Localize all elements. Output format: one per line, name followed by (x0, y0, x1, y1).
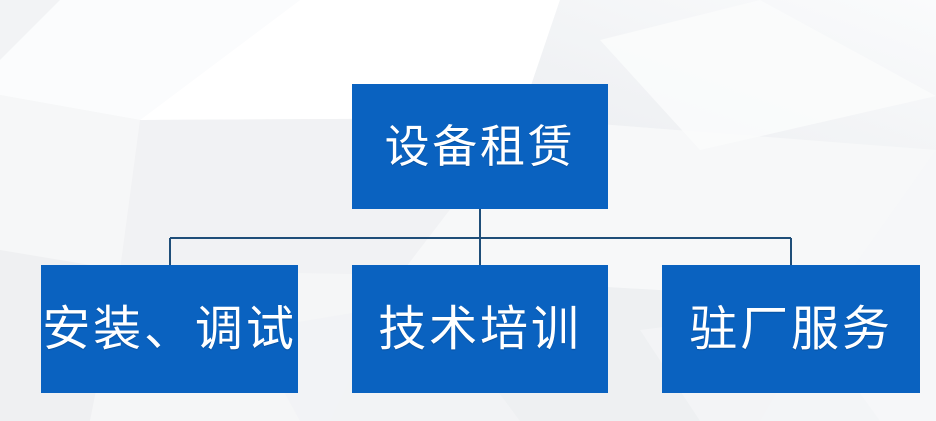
node-technical-training-label: 技术培训 (378, 301, 582, 357)
node-equipment-rental[interactable]: 设备租赁 (352, 84, 608, 209)
node-installation-debugging[interactable]: 安装、调试 (41, 265, 298, 393)
node-onsite-factory-service-label: 驻厂服务 (689, 301, 893, 357)
node-technical-training[interactable]: 技术培训 (352, 265, 608, 393)
node-equipment-rental-label: 设备租赁 (384, 120, 576, 173)
node-installation-debugging-label: 安装、调试 (42, 301, 297, 357)
node-onsite-factory-service[interactable]: 驻厂服务 (662, 265, 920, 393)
